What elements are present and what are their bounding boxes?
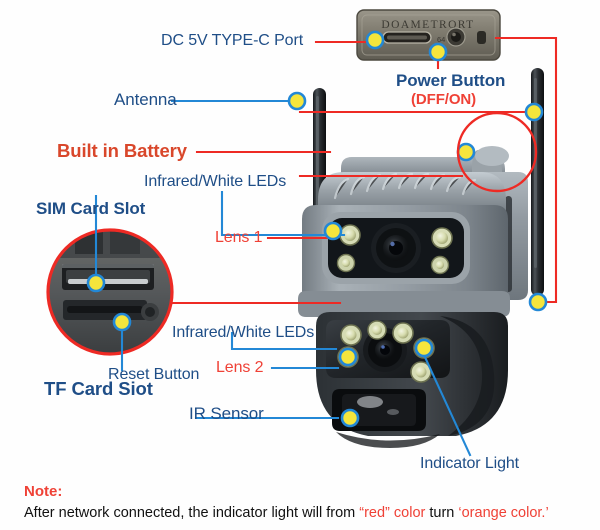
callout-label-dc-port: DC 5V TYPE-C Port	[161, 32, 304, 49]
battery-highlight-circle	[456, 111, 538, 193]
callout-label-power-button: Power Button	[396, 71, 506, 90]
note-title: Note:	[24, 483, 63, 500]
callout-label-battery: Built in Battery	[57, 140, 187, 161]
ptz-dome	[316, 312, 508, 448]
marker-antenna-right	[524, 102, 544, 122]
marker-ir-sensor	[340, 408, 360, 428]
callout-label-power-state: (DFF/ON)	[411, 91, 477, 108]
callout-label-leds-top: Infrared/White LEDs	[144, 173, 287, 190]
marker-leds-top	[323, 221, 343, 241]
marker-body-right-bottom	[528, 292, 548, 312]
callout-label-antenna: Antenna	[114, 90, 177, 109]
marker-tf-slot	[112, 312, 132, 332]
note-body: After network connected, the indicator l…	[24, 504, 549, 524]
port-module: DOAMETRORT 64	[356, 9, 501, 61]
note-text-2: turn	[425, 505, 459, 522]
port-module-mark: 64	[437, 35, 445, 44]
camera-body	[298, 146, 528, 317]
top-led-cluster	[336, 224, 453, 275]
slot-inset-ring	[46, 228, 174, 356]
marker-power-button	[428, 42, 448, 62]
note-block: Note: After network connected, the indic…	[24, 482, 549, 524]
leader-leds-top	[220, 190, 346, 237]
callout-label-lens1: Lens 1	[215, 229, 263, 246]
leader-leds-bottom	[230, 331, 338, 351]
marker-dc-port	[365, 30, 385, 50]
marker-antenna-left	[287, 91, 307, 111]
marker-indicator	[414, 338, 434, 358]
marker-lens2	[338, 347, 358, 367]
callout-label-reset: Reset Button	[108, 366, 200, 383]
antenna-right	[531, 68, 544, 296]
callout-label-sim-slot: SIM Card Slot	[36, 199, 146, 218]
marker-sim-slot	[86, 273, 106, 293]
note-red-2: ‘orange color.’	[458, 505, 549, 522]
marker-battery	[456, 142, 476, 162]
callout-label-ir-sensor: IR Sensor	[189, 404, 264, 423]
markers	[86, 30, 548, 428]
leader-indicator	[422, 353, 472, 457]
note-text-1: After network connected, the indicator l…	[24, 505, 360, 522]
callout-label-leds-bottom: Infrared/White LEDs	[172, 324, 315, 341]
callout-label-lens2: Lens 2	[216, 359, 264, 376]
port-module-brand: DOAMETRORT	[381, 19, 474, 31]
note-red-1: “red” color	[359, 505, 426, 522]
callout-label-indicator: Indicator Light	[420, 455, 520, 472]
callout-label-tf-slot: TF Card Siot	[44, 378, 153, 399]
